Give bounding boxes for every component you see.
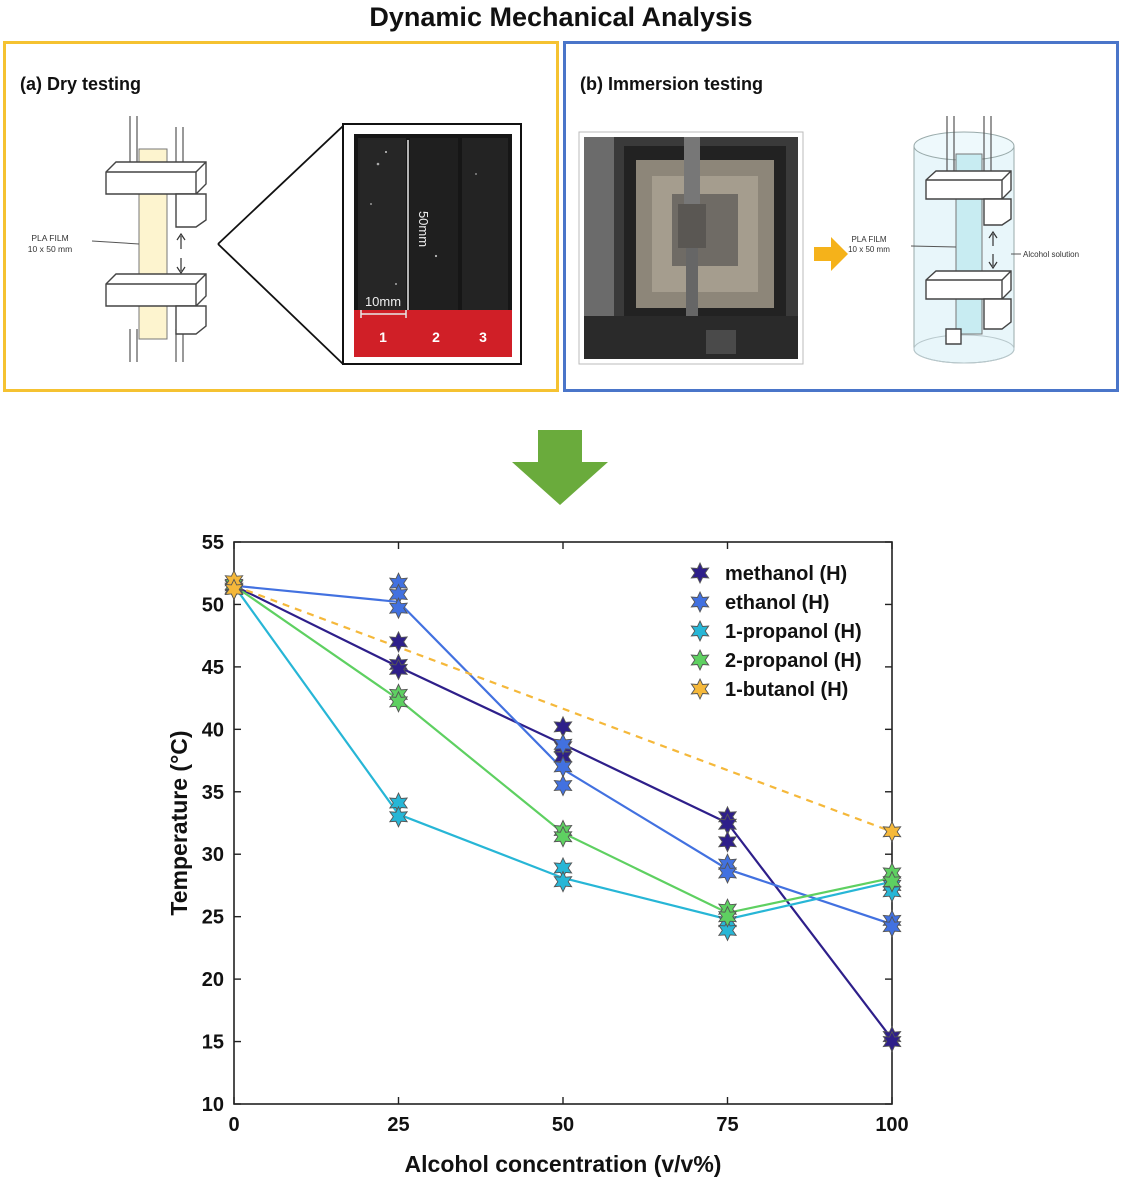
x-tick-label: 75	[716, 1114, 738, 1136]
bottom-clamp	[925, 270, 1012, 345]
legend-label: 2-propanol (H)	[725, 650, 862, 672]
y-axis-label: Temperature (°C)	[166, 730, 192, 915]
dma-instrument-photo	[578, 131, 804, 365]
temperature-chart: 10 15 20 25 30 35 40 45 50 55 0 25 50 75 100 methanol…	[166, 532, 909, 1177]
dry-testing-panel: (a) Dry testing	[3, 41, 559, 392]
series-line-4	[233, 584, 893, 833]
data-point-series-0	[717, 830, 738, 853]
film-label-line1: PLA FILM	[851, 235, 886, 244]
chart-legend: methanol (H) ethanol (H) 1-propanol (H) 2-p…	[690, 561, 862, 701]
legend-marker	[690, 648, 710, 672]
legend-label: methanol (H)	[725, 563, 847, 585]
tension-arrows-icon	[988, 230, 998, 270]
data-point-series-1	[553, 733, 573, 756]
photo-length-label: 50mm	[416, 211, 431, 247]
immersion-testing-illustration: PLA FILM 10 x 50 mm Alcohol solution	[578, 116, 1079, 365]
sample-number-3: 3	[479, 329, 487, 345]
top-clamp	[105, 161, 207, 228]
data-point-series-1	[717, 861, 738, 885]
data-point-series-0	[388, 630, 409, 653]
zoom-callout	[217, 125, 344, 365]
y-tick-label: 55	[202, 532, 224, 554]
y-tick-label: 10	[202, 1094, 224, 1116]
y-tick-label: 30	[202, 844, 224, 866]
page-title: Dynamic Mechanical Analysis	[369, 2, 753, 32]
film-label-line1: PLA FILM	[31, 233, 68, 243]
legend-marker	[690, 619, 710, 643]
x-tick-label: 100	[875, 1114, 908, 1136]
sample-number-1: 1	[379, 329, 387, 345]
film-label-line2: 10 x 50 mm	[848, 245, 890, 254]
plot-area	[233, 541, 893, 1105]
alcohol-solution-label: Alcohol solution	[1023, 250, 1079, 259]
film-label-line2: 10 x 50 mm	[28, 244, 72, 254]
legend-label: 1-butanol (H)	[725, 679, 848, 701]
dry-testing-label: (a) Dry testing	[20, 74, 142, 94]
y-tick-label: 20	[202, 969, 224, 991]
data-point-series-4	[882, 820, 902, 843]
legend-label: 1-propanol (H)	[725, 621, 862, 643]
legend-label: ethanol (H)	[725, 592, 829, 614]
y-tick-label: 45	[202, 657, 224, 679]
data-point-series-0	[388, 658, 409, 681]
photo-width-label: 10mm	[365, 294, 401, 309]
data-point-series-3	[717, 905, 738, 928]
data-point-series-3	[388, 690, 409, 713]
top-clamp	[925, 170, 1012, 226]
x-tick-label: 25	[387, 1114, 409, 1136]
film-samples-photo	[342, 123, 522, 365]
data-point-series-4	[224, 578, 244, 601]
process-arrow-icon	[814, 237, 848, 271]
immersion-testing-label: (b) Immersion testing	[580, 74, 764, 94]
data-point-series-1	[882, 915, 902, 938]
bottom-clamp	[105, 273, 207, 335]
data-point-series-3	[882, 870, 902, 893]
x-tick-label: 50	[552, 1114, 574, 1136]
series-points	[224, 569, 902, 1053]
data-point-series-3	[553, 825, 573, 848]
legend-marker	[690, 561, 710, 585]
data-point-series-1	[553, 774, 573, 797]
flow-arrow-icon	[512, 430, 608, 505]
data-point-series-0	[882, 1030, 902, 1053]
x-tick-label: 0	[228, 1114, 239, 1136]
sample-number-2: 2	[432, 329, 440, 345]
x-axis-ticks: 0 25 50 75 100	[228, 542, 909, 1136]
data-point-series-2	[388, 805, 409, 828]
dry-testing-illustration: PLA FILM 10 x 50 mm 50mm 10mm 1 2	[28, 116, 522, 365]
y-axis-ticks: 10 15 20 25 30 35 40 45 50 55	[202, 532, 892, 1116]
legend-marker	[690, 590, 710, 614]
data-point-series-1	[388, 597, 409, 620]
y-tick-label: 50	[202, 594, 224, 616]
legend-marker	[690, 677, 710, 701]
x-axis-label: Alcohol concentration (v/v%)	[405, 1151, 722, 1177]
data-point-series-2	[717, 919, 738, 942]
tension-arrows-icon	[176, 232, 186, 275]
y-tick-label: 25	[202, 907, 224, 929]
y-tick-label: 40	[202, 719, 224, 741]
y-tick-label: 35	[202, 782, 224, 804]
data-point-series-2	[553, 870, 573, 893]
immersion-testing-panel: (b) Immersion testing	[563, 41, 1119, 392]
y-tick-label: 15	[202, 1032, 224, 1054]
